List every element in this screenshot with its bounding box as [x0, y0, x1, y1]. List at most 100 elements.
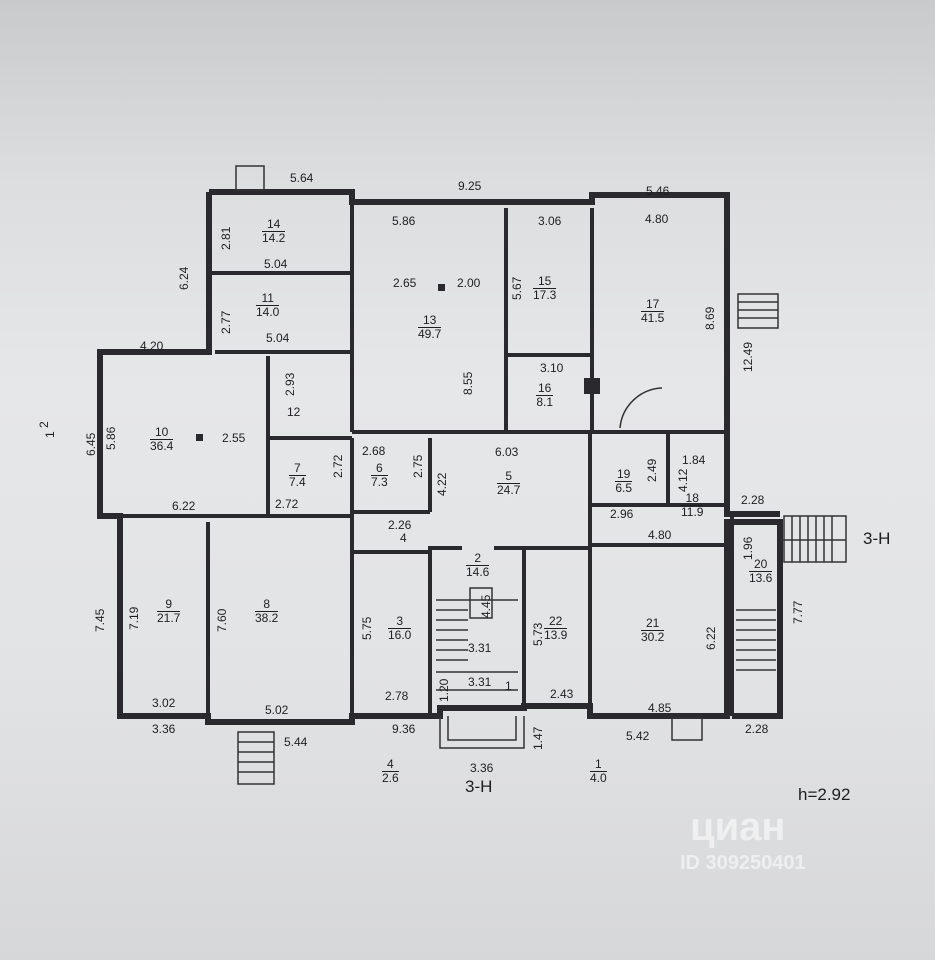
north-wall — [209, 189, 730, 430]
dim-label: 2.75 — [411, 454, 425, 478]
dim-label: 3.31 — [468, 641, 492, 655]
dim-label: 6.22 — [172, 499, 196, 513]
dim-label: 5.02 — [265, 703, 289, 717]
dim-label: 6.03 — [495, 445, 519, 459]
dim-label: 2.49 — [645, 458, 659, 482]
dim-label: 3.36 — [152, 722, 176, 736]
dim-label: 4.22 — [435, 472, 449, 496]
dim-label: 12.49 — [741, 341, 755, 372]
dim-label: 2.77 — [219, 310, 233, 334]
dim-label: 5.46 — [646, 184, 670, 198]
dim-label: 9.36 — [392, 722, 416, 736]
dim-label: 2.28 — [745, 722, 769, 736]
section-mark-west-1: 1 — [43, 431, 57, 438]
dim-label: 5.64 — [290, 171, 314, 185]
dim-label: 3.02 — [152, 696, 176, 710]
west-south-wall — [97, 192, 783, 725]
dim-label: 3.31 — [468, 675, 492, 689]
central-stairs — [436, 587, 518, 691]
dim-label: 2.65 — [393, 276, 417, 290]
dim-label: 2.55 — [222, 431, 246, 445]
dim-label: 8.55 — [461, 371, 475, 395]
dim-label: 2.81 — [219, 226, 233, 250]
dim-label: 2.28 — [741, 493, 765, 507]
dim-label: 5.67 — [510, 276, 524, 300]
dim-label: 3.36 — [470, 761, 494, 775]
watermark-id: ID 309250401 — [680, 852, 806, 874]
dim-label: 2.96 — [610, 507, 634, 521]
dim-label: 2.78 — [385, 689, 409, 703]
external-stairs — [235, 165, 847, 785]
dim-label: 7.60 — [215, 608, 229, 632]
dim-label: 4.80 — [645, 212, 669, 226]
room-12-number: 12 — [287, 405, 301, 419]
section-mark-south: 3-Н — [465, 777, 493, 796]
dim-label: 1.47 — [531, 726, 545, 750]
east-wall — [724, 430, 780, 517]
dim-label: 4.12 — [676, 468, 690, 492]
dim-label: 2.00 — [457, 276, 481, 290]
dim-label: 2.72 — [331, 454, 345, 478]
dim-label: 1.96 — [741, 536, 755, 560]
watermark-brand: циан — [690, 805, 786, 849]
dim-label: 8.69 — [703, 306, 717, 330]
dim-label: 2.72 — [275, 497, 299, 511]
dim-label: 6.22 — [704, 626, 718, 650]
dim-label: 1.84 — [682, 453, 706, 467]
dim-label: 7.19 — [127, 606, 141, 630]
dim-label: 2.93 — [283, 372, 297, 396]
dim-label: 7.77 — [791, 600, 805, 624]
dim-label: 4.20 — [140, 339, 164, 353]
dim-label: 2.43 — [550, 687, 574, 701]
dim-label: 6.45 — [84, 432, 98, 456]
section-mark-east: 3-Н — [863, 529, 891, 548]
room-1-inner-number: 1 — [505, 679, 512, 693]
columns — [196, 284, 600, 441]
dim-label: 5.73 — [531, 622, 545, 646]
dim-label: 4.45 — [479, 594, 493, 618]
dim-label: 7.45 — [93, 608, 107, 632]
dim-label: 6.24 — [177, 266, 191, 290]
dim-label: 3.06 — [538, 214, 562, 228]
dim-label: 3.10 — [540, 361, 564, 375]
section-mark-west-2: 2 — [37, 421, 51, 428]
dim-label: 5.86 — [392, 214, 416, 228]
dim-label: 4.80 — [648, 528, 672, 542]
room-4-inner-number: 4 — [400, 531, 407, 545]
dim-label: 9.25 — [458, 179, 482, 193]
dim-label: 5.86 — [104, 426, 118, 450]
dim-label: 2.26 — [388, 518, 412, 532]
dim-label: 2.68 — [362, 444, 386, 458]
dim-label: 5.42 — [626, 729, 650, 743]
dim-label: 5.44 — [284, 735, 308, 749]
dim-label: 5.04 — [266, 331, 290, 345]
dim-label: 5.75 — [360, 616, 374, 640]
dim-label: 4.85 — [648, 701, 672, 715]
ceiling-height: h=2.92 — [798, 785, 851, 804]
door-swing — [619, 387, 663, 429]
dim-label: 1.20 — [437, 678, 451, 702]
